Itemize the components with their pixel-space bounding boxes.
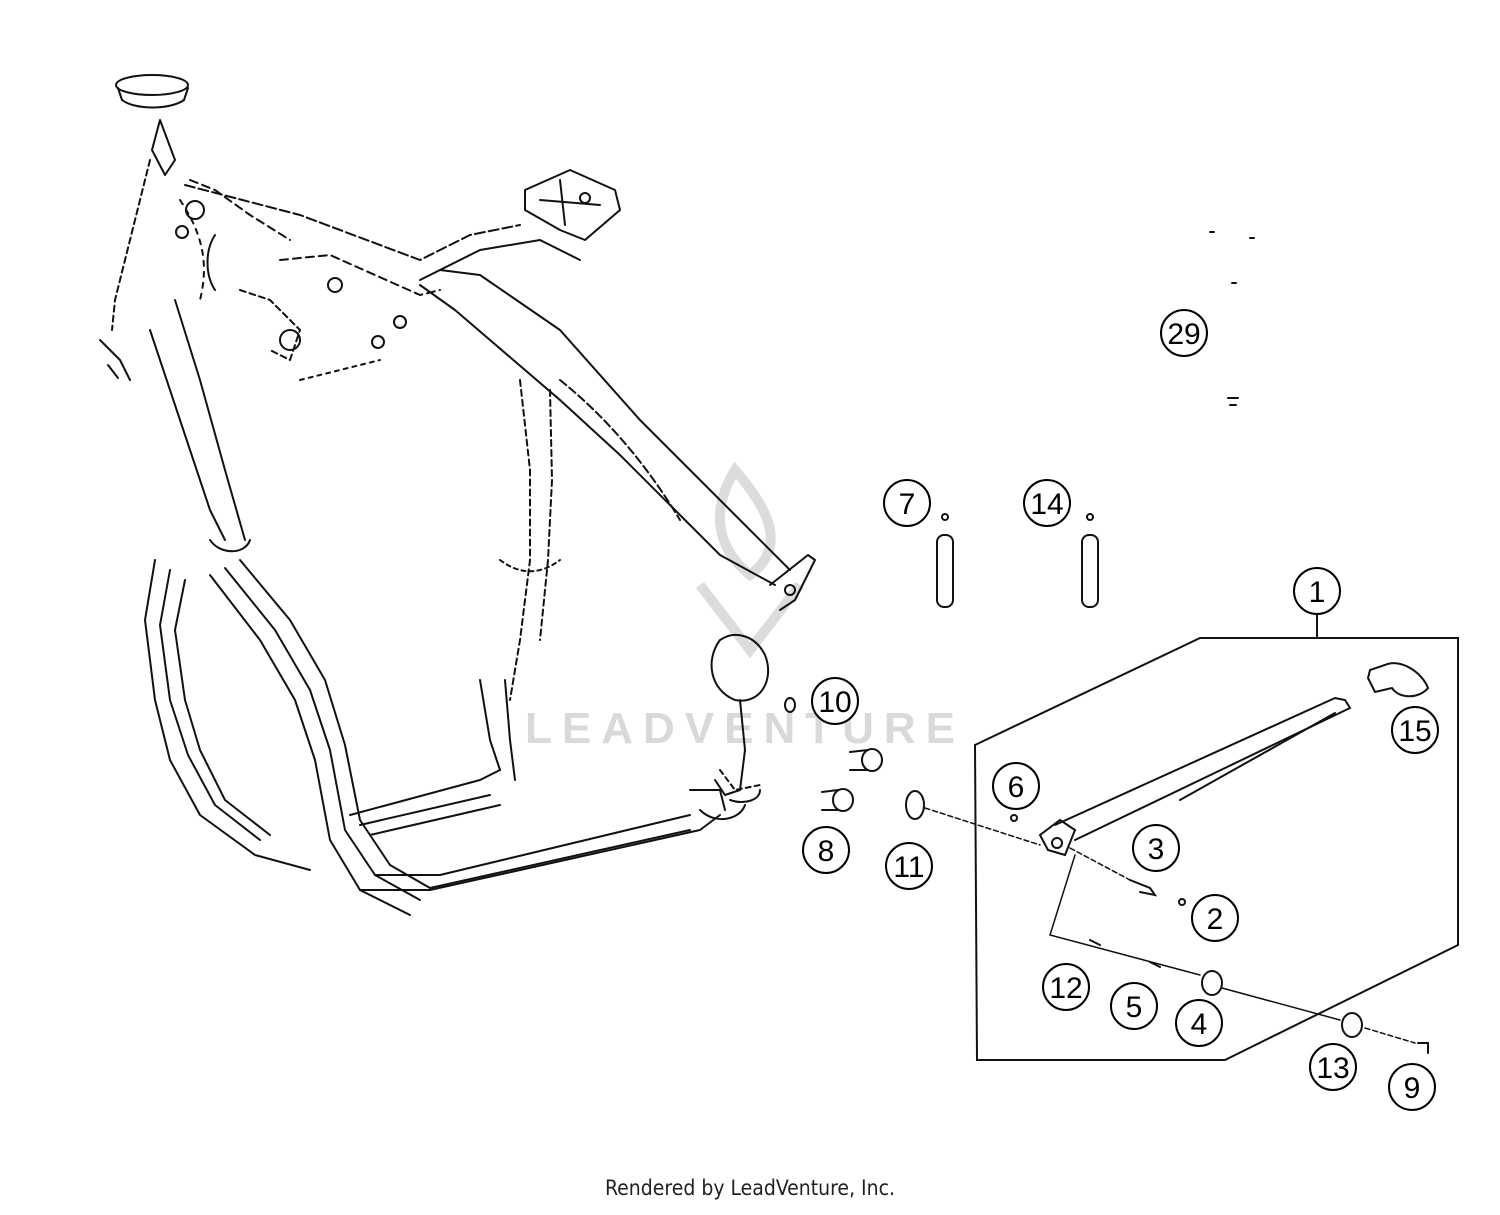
callout-label: 8 [818, 835, 835, 868]
frame-drawing [99, 74, 816, 916]
watermark-logo-icon [696, 461, 804, 659]
callout-label: 4 [1191, 1008, 1208, 1041]
callout-label: 1 [1309, 576, 1326, 609]
callout-label: 5 [1126, 991, 1143, 1024]
callout-label: 3 [1148, 833, 1165, 866]
callouts: 29 7 14 1 10 15 [802, 309, 1439, 1111]
callout-29: 29 [1160, 309, 1208, 357]
callout-label: 15 [1398, 715, 1431, 748]
callout-14: 14 [1023, 479, 1071, 527]
callout-label: 7 [899, 488, 916, 521]
callout-label: 14 [1030, 488, 1063, 521]
callout-label: 6 [1008, 771, 1025, 804]
loose-parts [784, 231, 1459, 1061]
callout-6: 6 [992, 762, 1040, 810]
callout-label: 11 [893, 851, 924, 884]
callout-10: 10 [811, 677, 859, 725]
callout-12: 12 [1042, 963, 1090, 1011]
callout-9: 9 [1388, 1063, 1436, 1111]
callout-2: 2 [1191, 894, 1239, 942]
watermark-text: LEADVENTURE [525, 704, 965, 753]
callout-5: 5 [1110, 982, 1158, 1030]
callout-11: 11 [885, 842, 933, 890]
callout-3: 3 [1132, 824, 1180, 872]
callout-7: 7 [883, 479, 931, 527]
callout-8: 8 [802, 826, 850, 874]
footer-credit: Rendered by LeadVenture, Inc. [605, 1176, 895, 1200]
callout-label: 10 [818, 686, 851, 719]
callout-label: 29 [1167, 318, 1200, 351]
callout-13: 13 [1309, 1043, 1357, 1091]
callout-label: 9 [1404, 1072, 1421, 1105]
callout-label: 12 [1049, 972, 1082, 1005]
callout-label: 13 [1316, 1052, 1349, 1085]
callout-label: 2 [1207, 903, 1224, 936]
callout-4: 4 [1175, 999, 1223, 1047]
callout-15: 15 [1391, 706, 1439, 754]
callout-1: 1 [1293, 567, 1341, 615]
